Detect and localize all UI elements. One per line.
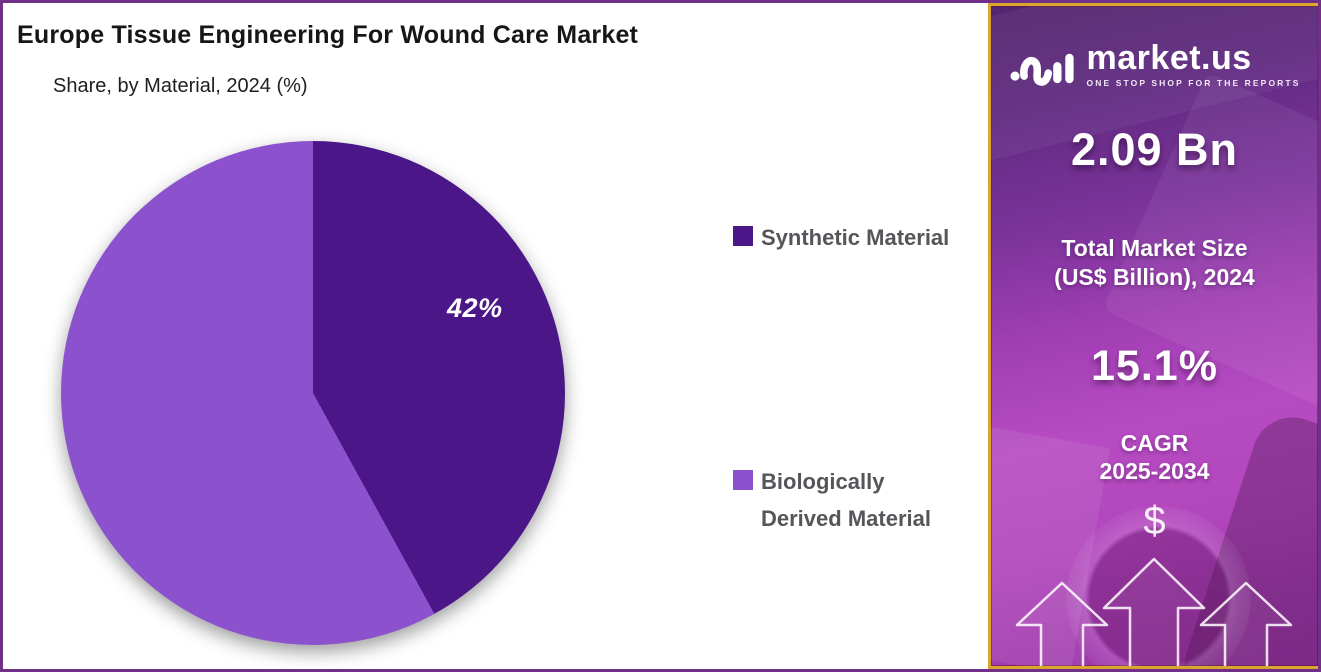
chart-legend: Synthetic Material Biologically Derived … (733, 3, 973, 669)
cagr-label: CAGR 2025-2034 (991, 429, 1318, 485)
legend-swatch-biological-icon (733, 470, 753, 490)
legend-label: Synthetic Material (761, 225, 950, 250)
market-size-value: 2.09 Bn (1070, 124, 1239, 175)
brand-tagline: ONE STOP SHOP FOR THE REPORTS (1086, 77, 1301, 88)
pie-slice-data-label: 42% (447, 293, 503, 323)
market-size-label-line2: (US$ Billion), 2024 (1054, 264, 1255, 290)
market-size-label: Total Market Size (US$ Billion), 2024 (991, 234, 1318, 292)
legend-item-synthetic-material: Synthetic Material (733, 219, 961, 256)
legend-label: Biologically Derived Material (761, 469, 931, 531)
cagr-value: 15.1% (1091, 342, 1218, 390)
market-info-panel: market.us ONE STOP SHOP FOR THE REPORTS … (988, 3, 1318, 669)
cagr-label-line2: 2025-2034 (1099, 458, 1210, 484)
market-us-logo: market.us ONE STOP SHOP FOR THE REPORTS (991, 36, 1318, 92)
chart-area: Europe Tissue Engineering For Wound Care… (3, 3, 988, 669)
market-us-logo-icon (1010, 53, 1074, 86)
legend-item-biologically-derived-material: Biologically Derived Material (733, 463, 961, 537)
pie-chart (61, 141, 565, 645)
market-size-label-line1: Total Market Size (1061, 235, 1248, 261)
page-title: Europe Tissue Engineering For Wound Care… (17, 21, 639, 49)
cagr-label-line1: CAGR (1120, 430, 1189, 456)
legend-swatch-synthetic-icon (733, 226, 753, 246)
dollar-icon: $ (1143, 499, 1166, 543)
brand-name: market.us (1086, 38, 1252, 77)
chart-subtitle: Share, by Material, 2024 (%) (53, 75, 308, 97)
growth-arrows-icon (1015, 557, 1293, 666)
